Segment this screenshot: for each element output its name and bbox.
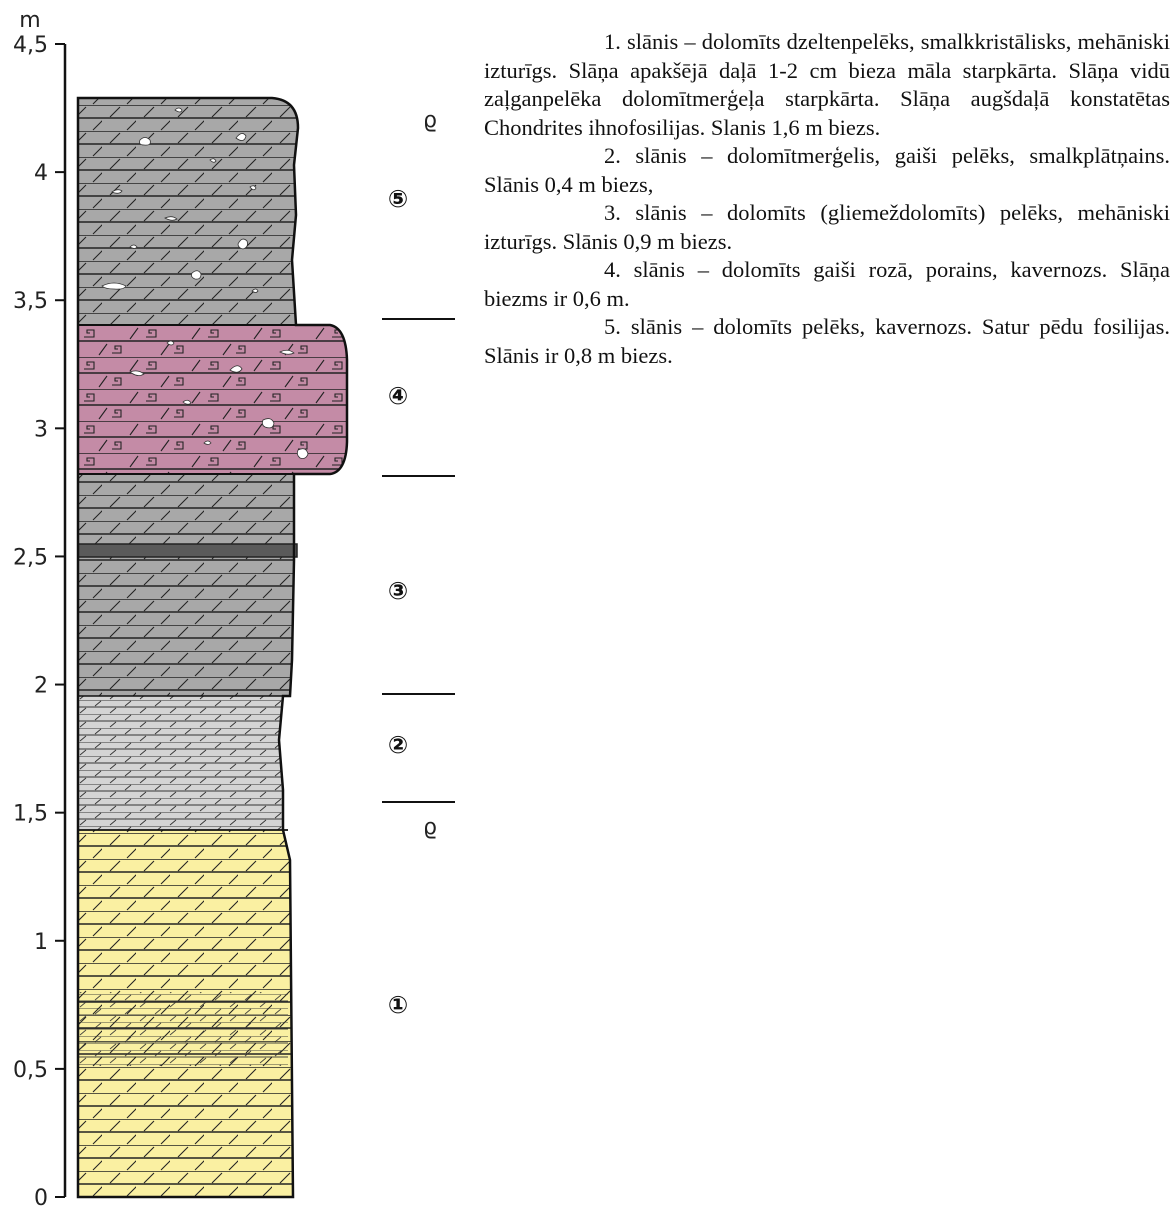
axis-tick-label: 4,5 <box>13 33 48 58</box>
layer-label-5: ⑤ <box>388 185 408 213</box>
axis-tick-label: 1 <box>34 930 48 955</box>
layer-3-shell-dolomite <box>78 472 297 696</box>
layer-1-dolomite-yellow <box>78 830 293 1197</box>
description-layer-1: 1. slānis – dolomīts dzeltenpelēks, smal… <box>484 28 1170 142</box>
layer-2-dolomitic-marl <box>78 696 283 830</box>
layer-label-2: ② <box>388 731 408 759</box>
layer-label-3: ③ <box>388 577 408 605</box>
axis-tick-label: 2 <box>34 674 48 699</box>
axis-tick-label: 3 <box>34 417 48 442</box>
trace-fossil-icon: ϱ <box>423 815 437 840</box>
axis-tick-label: 1,5 <box>13 802 48 827</box>
description-layer-2: 2. slānis – dolomītmerģelis, gaiši pelēk… <box>484 142 1170 199</box>
column-layers <box>78 98 347 1197</box>
description-layer-5: 5. slānis – dolomīts pelēks, kavernozs. … <box>484 313 1170 370</box>
dark-clay-interlayer <box>78 544 297 557</box>
axis-unit-label: m <box>19 8 40 33</box>
description-layer-4: 4. slānis – dolomīts gaiši rozā, porains… <box>484 256 1170 313</box>
layer-descriptions: 1. slānis – dolomīts dzeltenpelēks, smal… <box>484 28 1170 370</box>
layer-5-cavernous-dolomite <box>78 98 298 325</box>
depth-axis: m 0 0,5 1 1,5 2 2,5 3 3,5 4 4,5 <box>13 8 65 1206</box>
trace-fossil-icon: ϱ <box>423 108 437 133</box>
layer-label-1: ① <box>388 991 408 1019</box>
axis-tick-label: 3,5 <box>13 289 48 314</box>
description-layer-3: 3. slānis – dolomīts (gliemeždolomīts) p… <box>484 199 1170 256</box>
axis-tick-label: 0 <box>34 1186 48 1206</box>
axis-tick-label: 2,5 <box>13 545 48 570</box>
axis-tick-label: 4 <box>34 161 48 186</box>
layer-label-4: ④ <box>388 382 408 410</box>
axis-tick-label: 0,5 <box>13 1058 48 1083</box>
